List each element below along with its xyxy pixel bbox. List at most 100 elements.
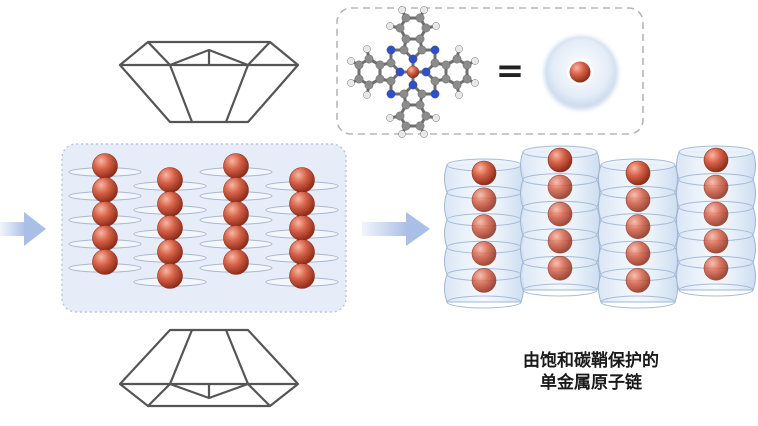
carbon-atom [441,74,451,84]
metal-atom [223,177,249,203]
metal-atom [289,215,315,241]
carbon-atom [462,74,472,84]
carbon-atom [386,76,396,86]
metal-atom [625,268,651,293]
hydrogen-atom [471,79,479,87]
carbon-atom [452,54,462,64]
carbon-atom [364,80,374,90]
metal-atom [471,187,497,213]
metal-atom [625,214,651,240]
hydrogen-atom [398,130,406,138]
carbon-atom [430,76,440,86]
sheath-ring [678,283,754,297]
carbon-atom [430,58,440,68]
nitrogen-atom [421,67,431,77]
carbon-atom [399,89,409,99]
carbon-atom [395,23,405,33]
metal-atom [157,167,183,193]
sheath-ring [600,295,676,309]
hydrogen-atom [363,45,371,53]
carbon-atom [399,45,409,55]
caption-line-2: 单金属原子链 [540,373,642,393]
carbon-atom [415,34,425,44]
carbon-atom [401,34,411,44]
metal-atom [625,160,651,186]
metal-atom-disc-icon [544,36,618,110]
sheathed-chain [520,145,600,297]
metal-atom [223,249,249,275]
hydrogen-atom [432,114,440,122]
hydrogen-atom [455,91,463,99]
carbon-atom [417,89,427,99]
metal-atom [703,201,729,227]
metal-atom [547,147,573,173]
nitrogen-atom [408,54,418,64]
metal-atom [625,241,651,266]
carbon-atom [401,121,411,131]
hydrogen-atom [420,130,428,138]
hydrogen-atom [386,22,394,30]
metal-atom [547,255,573,281]
sheath-ring [522,283,598,297]
metal-atom [471,160,497,186]
metal-atom [471,241,497,266]
metal-atom [157,239,183,265]
metal-atom [157,215,183,241]
carbon-atom [421,111,431,121]
nitrogen-atom [395,67,405,77]
phthalocyanine-molecule-icon [347,6,479,138]
metal-atom [547,174,573,200]
atom-column [199,153,273,275]
hydrogen-atom [420,6,428,14]
metal-atom [92,249,118,275]
nitrogen-atom [386,45,396,55]
metal-atom [223,153,249,179]
metal-atom [471,268,497,293]
carbon-atom [415,100,425,110]
hydrogen-atom [432,22,440,30]
metal-atom [703,174,729,200]
sheathed-chain [676,145,756,297]
nitrogen-atom [430,89,440,99]
carbon-atom [364,54,374,64]
diamond-anvil-top-icon [118,40,300,124]
metal-atom [92,177,118,203]
carbon-atom [441,60,451,70]
metal-atom [92,201,118,227]
metal-atom [289,263,315,289]
metal-atom [625,187,651,213]
sheath-ring [446,295,522,309]
carbon-atom [462,60,472,70]
metal-atom [547,228,573,254]
metal-atom [547,201,573,227]
metal-atom [157,263,183,289]
disc-stack-group [68,153,339,289]
metal-atom [157,191,183,217]
nitrogen-atom [386,89,396,99]
diamond-anvil-bottom-icon [118,328,300,408]
carbon-atom [417,45,427,55]
caption-line-1: 由饱和碳鞘保护的 [523,351,659,371]
result-caption: 由饱和碳鞘保护的 单金属原子链 [486,350,696,394]
metal-atom [703,255,729,281]
carbon-atom [386,58,396,68]
sheathed-chain [598,158,678,309]
hydrogen-atom [471,57,479,65]
nitrogen-atom [430,45,440,55]
carbon-atom [354,74,364,84]
nitrogen-atom [408,80,418,90]
right-arrow-icon [362,212,430,246]
hydrogen-atom [363,91,371,99]
carbon-atom [395,111,405,121]
carbon-atom [375,74,385,84]
hydrogen-atom [398,6,406,14]
hydrogen-atom [347,79,355,87]
carbon-sheath-chain-group [444,145,756,309]
metal-atom [471,214,497,240]
carbon-atom [401,13,411,23]
carbon-atom [415,13,425,23]
carbon-atom [401,100,411,110]
central-metal-atom [406,65,420,79]
hydrogen-atom [347,57,355,65]
